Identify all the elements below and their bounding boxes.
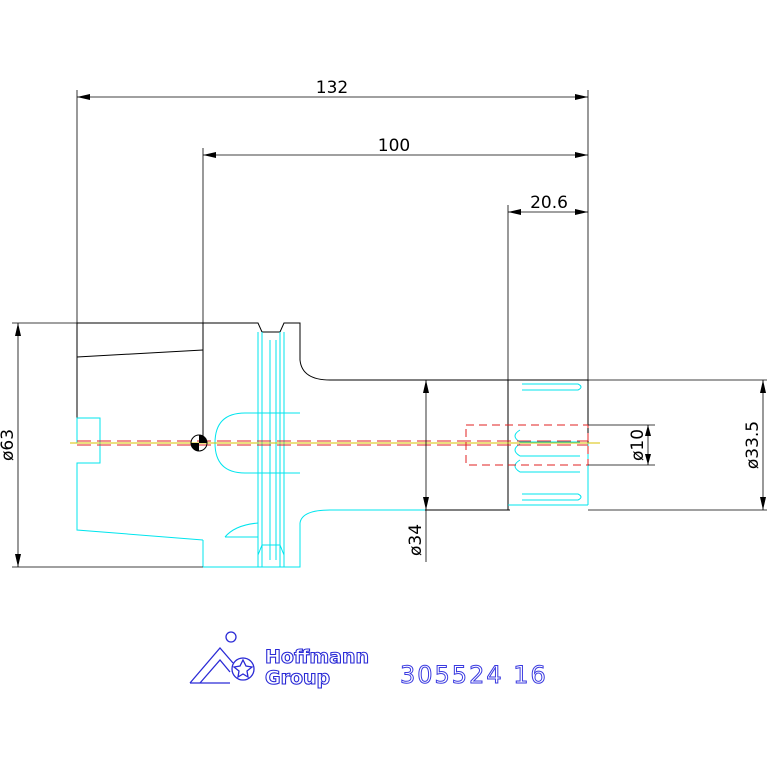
dim-100-label: 100 [378,136,410,156]
collet-slot-bottom [522,493,582,501]
lower-shoulder-curve [299,509,425,524]
part-outline-cyan [76,332,589,568]
gauge-point-marker [190,434,208,452]
lower-groove-curve [224,522,259,538]
dim-63-label: ø63 [0,429,18,461]
collet-slot-lower [514,459,580,473]
collet-slot-top [522,383,582,391]
collet-slot-upper [514,429,580,443]
dimension-arrows [15,94,766,567]
flange-lower-profile [203,523,301,568]
flange-bottom-outline [76,417,204,541]
part-outline-black [76,322,589,511]
part-number: 305524 16 [400,661,548,689]
dim-20-6-label: 20.6 [530,193,568,213]
taper-line [76,349,204,358]
flange-top-outline [76,322,301,443]
dim-10-label: ø10 [628,429,648,461]
collet-slot-mid [514,443,580,457]
hidden-bore-rect [465,424,589,466]
shank-shoulder-curve [299,359,508,381]
dimension-lines [12,90,767,568]
logo-line1: Hoffmann [265,646,369,668]
dim-33-5-label: ø33.5 [743,421,763,469]
dim-132-label: 132 [316,78,348,98]
dim-34-label: ø34 [406,524,426,556]
groove-v-bottom [257,544,285,556]
logo-line2: Group [265,667,330,689]
hoffmann-group-logo-icon [189,631,255,684]
